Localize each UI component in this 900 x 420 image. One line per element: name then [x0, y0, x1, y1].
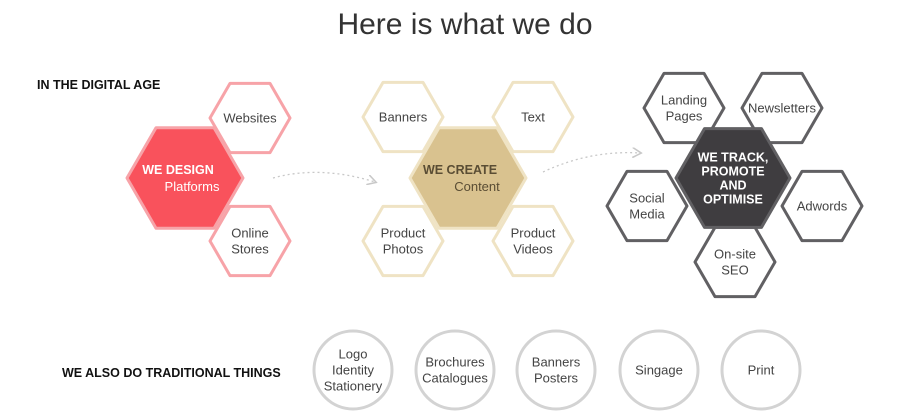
- svg-text:Banners: Banners: [379, 110, 428, 125]
- label-line: Videos: [513, 242, 553, 257]
- traditional-label: WE ALSO DO TRADITIONAL THINGS: [62, 366, 281, 380]
- create-satellite-text[interactable]: Text: [491, 80, 575, 154]
- circle-shape: [618, 329, 700, 411]
- design-center-subtitle: Platforms: [165, 179, 220, 194]
- hexagon-shape: [208, 81, 292, 155]
- track-satellite-newsletters[interactable]: Newsletters: [740, 71, 824, 145]
- label-line: Pages: [666, 109, 703, 124]
- label-line: Product: [511, 226, 556, 241]
- label-line: Identity: [332, 363, 374, 378]
- circle-shape: [414, 329, 496, 411]
- label-line: Stores: [231, 242, 269, 257]
- label-line: Singage: [635, 363, 683, 378]
- hexagon-shape: [605, 169, 689, 243]
- hexagon-shape: [361, 204, 445, 278]
- label-line: Social: [629, 191, 665, 206]
- hexagon-shape: [408, 126, 528, 230]
- hexagon-shape: [361, 80, 445, 154]
- hexagon-shape: [491, 80, 575, 154]
- svg-text:Singage: Singage: [635, 363, 683, 378]
- design-center-title: WE DESIGN: [142, 163, 214, 177]
- label-line: Text: [521, 110, 545, 125]
- hexagon-shape: [125, 126, 245, 230]
- label-line: Newsletters: [748, 101, 816, 116]
- create-satellite-banners[interactable]: Banners: [361, 80, 445, 154]
- svg-text:Newsletters: Newsletters: [748, 101, 816, 116]
- label-line: WE TRACK,: [698, 151, 769, 165]
- design-satellite-websites[interactable]: Websites: [208, 81, 292, 155]
- traditional-singage[interactable]: Singage: [618, 329, 700, 411]
- hexagon-shape: [780, 169, 864, 243]
- label-line: Landing: [661, 93, 707, 108]
- digital-age-label: IN THE DIGITAL AGE: [37, 78, 160, 92]
- svg-text:Print: Print: [748, 363, 775, 378]
- traditional-print[interactable]: Print: [720, 329, 802, 411]
- label-line: Adwords: [797, 199, 848, 214]
- circle-shape: [515, 329, 597, 411]
- label-line: OPTIMISE: [703, 193, 763, 207]
- create-center-title: WE CREATE: [423, 163, 497, 177]
- track-satellite-adwords[interactable]: Adwords: [780, 169, 864, 243]
- label-line: AND: [719, 179, 746, 193]
- label-line: Media: [629, 207, 665, 222]
- create-to-track-arrow: [542, 153, 640, 173]
- circle-shape: [312, 329, 394, 411]
- create-center-subtitle: Content: [454, 179, 500, 194]
- svg-text:Websites: Websites: [223, 111, 277, 126]
- hexagon-shape: [674, 127, 792, 229]
- label-line: On-site: [714, 247, 756, 262]
- design-to-create-arrow: [272, 171, 375, 182]
- svg-text:Adwords: Adwords: [797, 199, 848, 214]
- label-line: Photos: [383, 242, 424, 257]
- hexagon-shape: [208, 204, 292, 278]
- label-line: Banners: [379, 110, 428, 125]
- label-line: SEO: [721, 263, 748, 278]
- hexagon-shape: [740, 71, 824, 145]
- label-line: Product: [381, 226, 426, 241]
- circle-shape: [720, 329, 802, 411]
- page-title: Here is what we do: [337, 8, 592, 41]
- label-line: Websites: [223, 111, 277, 126]
- label-line: Posters: [534, 371, 579, 386]
- label-line: Print: [748, 363, 775, 378]
- label-line: Online: [231, 226, 269, 241]
- svg-text:Text: Text: [521, 110, 545, 125]
- label-line: Stationery: [324, 379, 383, 394]
- label-line: PROMOTE: [701, 165, 764, 179]
- create-center[interactable]: WE CREATE Content: [408, 126, 528, 230]
- hexagon-shape: [491, 204, 575, 278]
- label-line: Catalogues: [422, 371, 488, 386]
- design-center[interactable]: WE DESIGN Platforms: [125, 126, 245, 230]
- label-line: Logo: [339, 347, 368, 362]
- label-line: Banners: [532, 355, 581, 370]
- label-line: Brochures: [425, 355, 485, 370]
